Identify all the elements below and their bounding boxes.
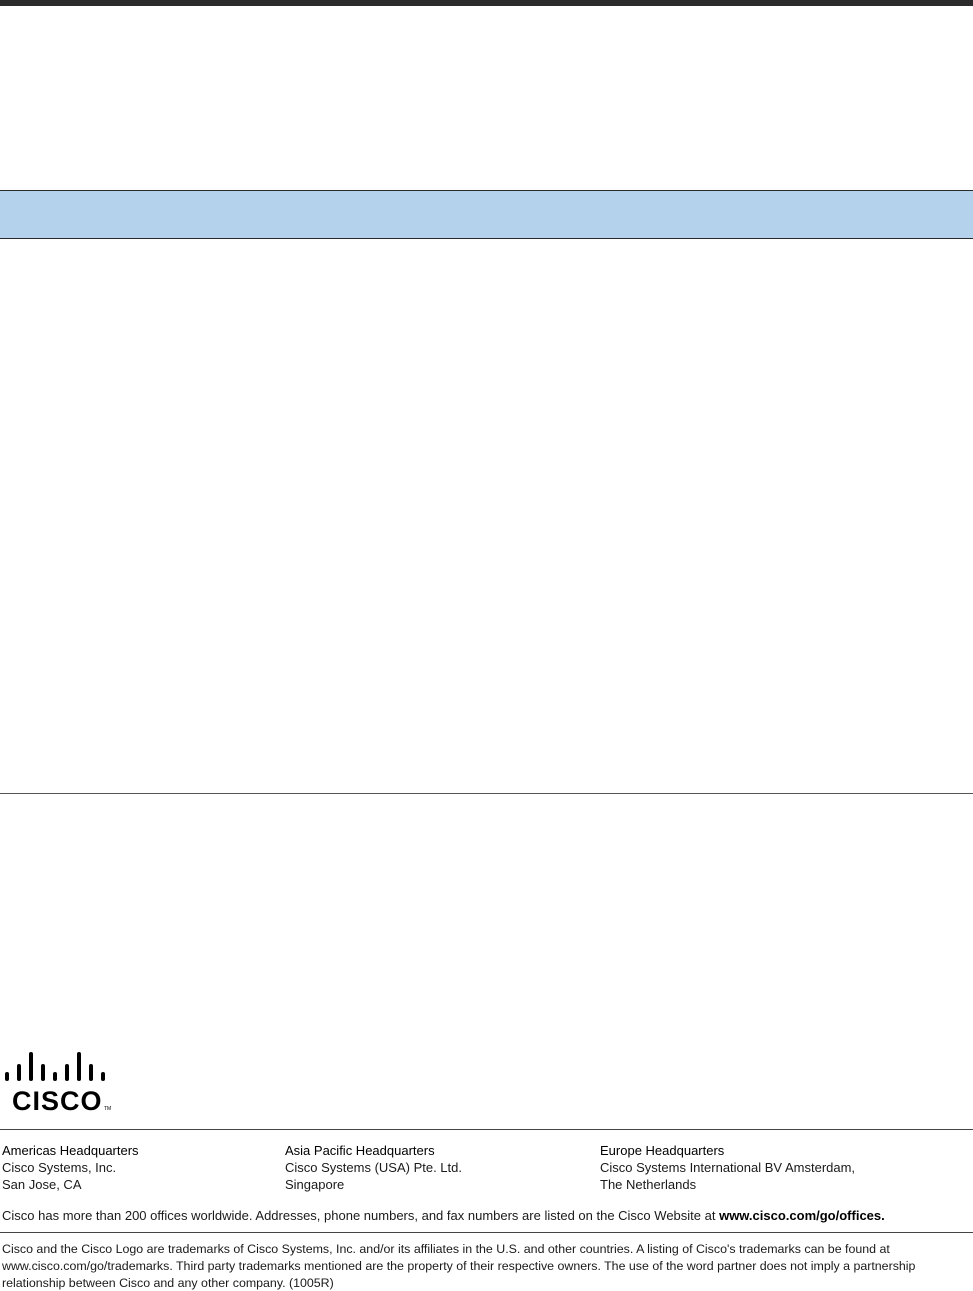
hq-company: Cisco Systems (USA) Pte. Ltd. <box>285 1160 462 1175</box>
footer-divider-bottom <box>0 1232 973 1233</box>
offices-link[interactable]: www.cisco.com/go/offices. <box>719 1208 885 1223</box>
americas-headquarters: Americas Headquarters Cisco Systems, Inc… <box>2 1142 139 1193</box>
europe-headquarters: Europe Headquarters Cisco Systems Intern… <box>600 1142 855 1193</box>
asia-pacific-headquarters: Asia Pacific Headquarters Cisco Systems … <box>285 1142 462 1193</box>
hq-location: The Netherlands <box>600 1177 697 1192</box>
offices-notice: Cisco has more than 200 offices worldwid… <box>2 1207 970 1224</box>
hq-location: San Jose, CA <box>2 1177 82 1192</box>
cisco-bridge-bars-icon <box>5 1052 105 1081</box>
trademark-symbol: TM <box>104 1106 112 1112</box>
top-bar <box>0 0 973 6</box>
cisco-logo: CISCO TM <box>5 1052 115 1116</box>
offices-text: Cisco has more than 200 offices worldwid… <box>2 1208 720 1223</box>
table-header-band <box>0 190 973 239</box>
section-divider <box>0 793 973 794</box>
hq-title: Asia Pacific Headquarters <box>285 1143 435 1158</box>
hq-company: Cisco Systems International BV Amsterdam… <box>600 1160 856 1175</box>
hq-company: Cisco Systems, Inc. <box>2 1160 117 1175</box>
footer-divider-top <box>0 1129 973 1130</box>
hq-title: Europe Headquarters <box>600 1143 725 1158</box>
trademark-notice: Cisco and the Cisco Logo are trademarks … <box>2 1242 916 1290</box>
hq-title: Americas Headquarters <box>2 1143 139 1158</box>
cisco-wordmark: CISCO <box>12 1086 103 1116</box>
hq-location: Singapore <box>285 1177 345 1192</box>
